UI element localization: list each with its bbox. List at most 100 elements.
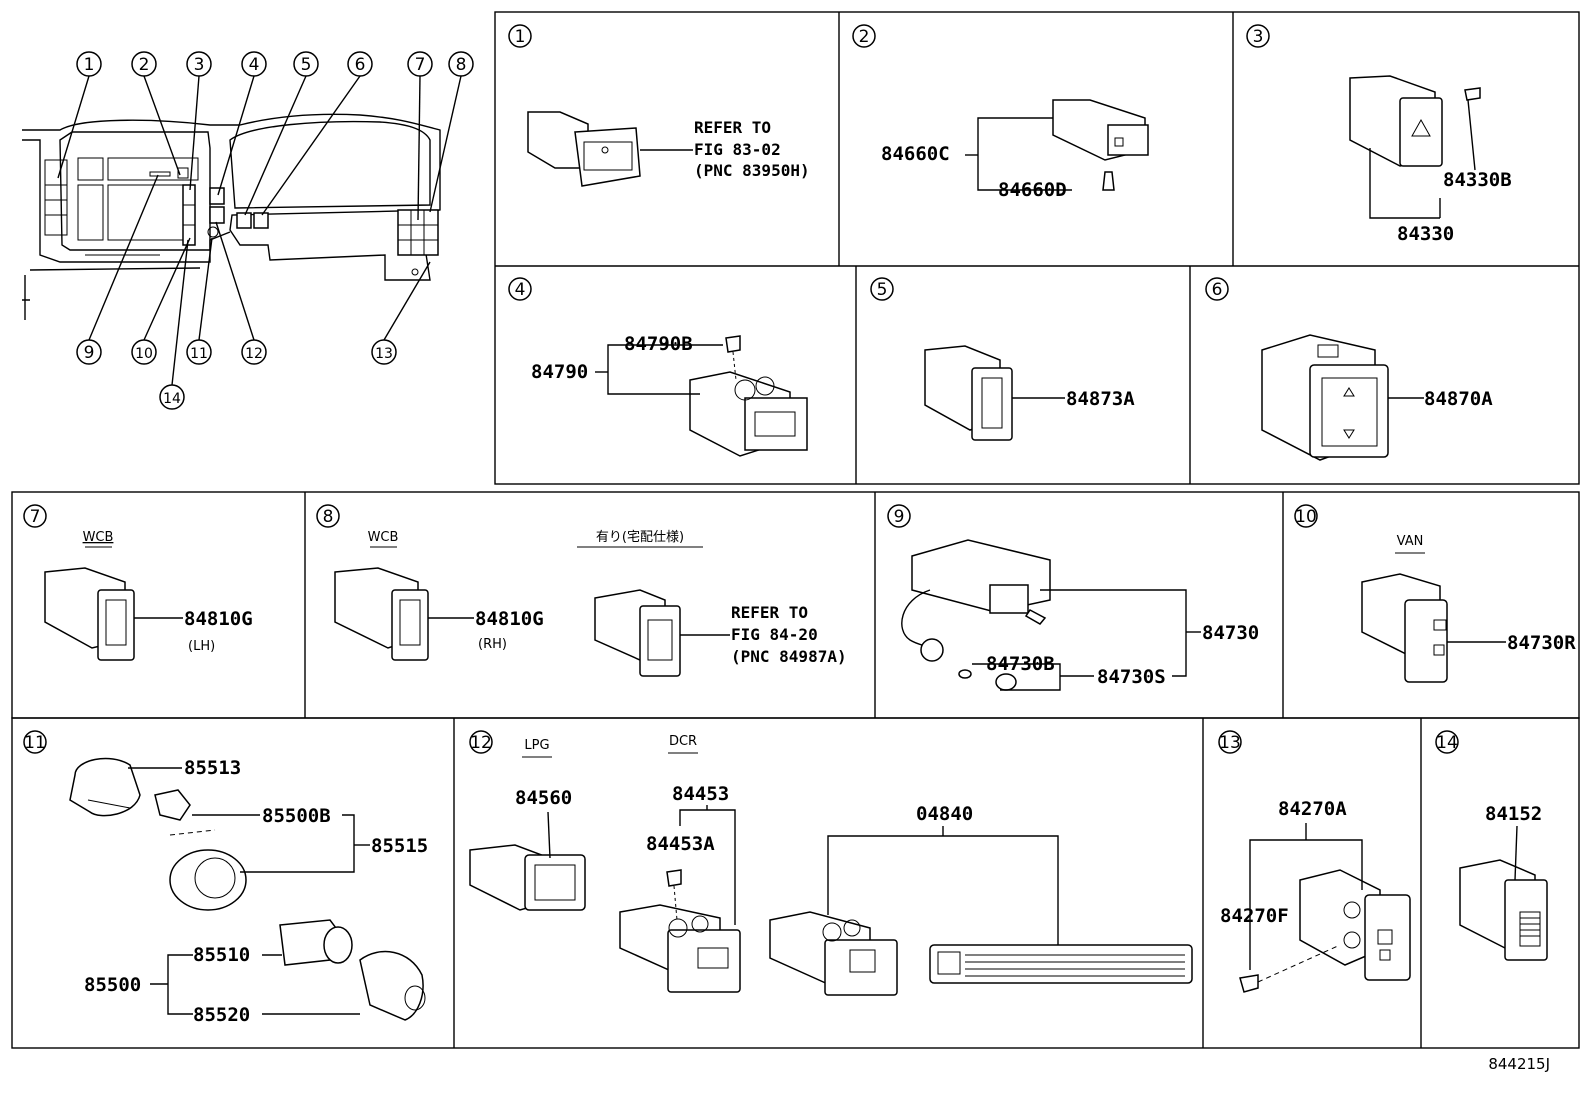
part-number-85500: 85500 <box>84 974 141 996</box>
panel-number: 9 <box>894 507 905 527</box>
panel-number-badge-icon <box>1246 24 1270 48</box>
switch-harness-icon <box>901 539 1051 691</box>
panel-number: 3 <box>1253 27 1264 47</box>
part-note-1: REFER TO <box>731 603 808 622</box>
part-number-84790: 84790 <box>531 361 588 383</box>
callout-11: 11 <box>190 346 208 362</box>
part-note-3: (PNC 84987A) <box>731 647 847 666</box>
panel-number: 7 <box>30 507 41 527</box>
part-note-2: FIG 83-02 <box>694 140 781 159</box>
switch-part-icon <box>619 869 741 993</box>
panel-4: 4 84790B 84790 <box>508 277 808 457</box>
callout-12: 12 <box>245 346 263 362</box>
callout-14-icon <box>159 384 185 410</box>
switch-part-icon <box>1361 573 1448 683</box>
callout-6-icon <box>347 51 373 77</box>
panel-number: 8 <box>323 507 334 527</box>
variant-tag-2: 有り(宅配仕様) <box>596 530 684 545</box>
callout-3: 3 <box>194 55 205 75</box>
callout-9: 9 <box>84 343 95 363</box>
part-number-84660C: 84660C <box>881 143 950 165</box>
panel-number: 14 <box>1436 733 1458 753</box>
panel-number-badge-icon <box>1435 730 1459 754</box>
callout-11-icon <box>186 339 212 365</box>
panel-grid <box>11 11 1580 1049</box>
callout-4-icon <box>241 51 267 77</box>
panel-number-badge-icon <box>887 504 911 528</box>
part-number-85500B: 85500B <box>262 805 331 827</box>
part-number-85510: 85510 <box>193 944 250 966</box>
callout-4: 4 <box>249 55 260 75</box>
cigarette-lighter-icon <box>69 757 426 1021</box>
panel-number-badge-icon <box>508 24 532 48</box>
panel-number-badge-icon <box>870 277 894 301</box>
callout-12-icon <box>241 339 267 365</box>
part-number-84730B: 84730B <box>986 653 1055 675</box>
callout-10-icon <box>131 339 157 365</box>
variant-tag: VAN <box>1397 534 1424 549</box>
part-number-84152: 84152 <box>1485 803 1542 825</box>
side-note-rh: (RH) <box>478 637 507 652</box>
panel-2: 2 84660C 84660D <box>852 24 1149 201</box>
part-number-84730: 84730 <box>1202 622 1259 644</box>
panel-number: 4 <box>515 280 526 300</box>
part-number-84453A: 84453A <box>646 833 715 855</box>
panel-number-badge-icon <box>23 504 47 528</box>
part-number-84810G: 84810G <box>475 608 544 630</box>
part-number-84730S: 84730S <box>1097 666 1166 688</box>
hazard-switch-icon <box>1349 75 1481 167</box>
part-number-84330B: 84330B <box>1443 169 1512 191</box>
switch-part-icon <box>469 844 586 911</box>
callout-1-icon <box>76 51 102 77</box>
mirror-switch-icon <box>1261 334 1389 461</box>
callout-10: 10 <box>135 346 153 362</box>
panel-number: 1 <box>515 27 526 47</box>
panel-12: 12 LPG DCR 84560 84453 84453A <box>469 730 1193 996</box>
panel-number-badge-icon <box>469 730 493 754</box>
switch-part-icon <box>334 567 429 661</box>
switch-part-icon <box>527 111 641 187</box>
switch-part-icon <box>1239 869 1411 993</box>
callout-7: 7 <box>415 55 426 75</box>
panel-13: 13 84270A 84270F <box>1218 730 1411 993</box>
part-number-84270A: 84270A <box>1278 798 1347 820</box>
callout-13: 13 <box>375 346 393 362</box>
label-sheet-icon <box>929 944 1193 984</box>
panel-10: 10 VAN 84730R <box>1294 504 1576 683</box>
panel-7: 7 WCB 84810G (LH) <box>23 504 253 661</box>
part-note-2: FIG 84-20 <box>731 625 818 644</box>
callout-3-icon <box>186 51 212 77</box>
switch-part-icon <box>1052 99 1149 191</box>
panel-9: 9 84730 84730B 84730S <box>887 504 1259 691</box>
panel-6: 6 84870A <box>1205 277 1493 461</box>
variant-tag: WCB <box>368 530 399 545</box>
panel-number-badge-icon <box>508 277 532 301</box>
callout-2-icon <box>131 51 157 77</box>
panel-number-badge-icon <box>852 24 876 48</box>
part-number-84810G: 84810G <box>184 608 253 630</box>
panel-8: 8 WCB 有り(宅配仕様) 84810G (RH) REFER TO FIG … <box>316 504 847 677</box>
panel-number-badge-icon <box>23 730 47 754</box>
callout-8-icon <box>448 51 474 77</box>
panel-number: 6 <box>1212 280 1223 300</box>
callout-6: 6 <box>355 55 366 75</box>
variant-tag-2: DCR <box>669 734 697 749</box>
part-number-84730R: 84730R <box>1507 632 1576 654</box>
panel-number: 12 <box>470 733 492 753</box>
switch-part-icon <box>594 589 681 677</box>
panel-number: 2 <box>859 27 870 47</box>
variant-tag: LPG <box>524 738 549 753</box>
callout-1: 1 <box>84 55 95 75</box>
part-number-04840: 04840 <box>916 803 973 825</box>
part-number-85513: 85513 <box>184 757 241 779</box>
part-number-84270F: 84270F <box>1220 905 1289 927</box>
switch-part-icon <box>924 345 1013 441</box>
panel-number-badge-icon <box>316 504 340 528</box>
side-note-lh: (LH) <box>188 639 215 654</box>
panel-14: 14 84152 <box>1435 730 1548 961</box>
callout-8: 8 <box>456 55 467 75</box>
callout-7-icon <box>407 51 433 77</box>
variant-tag: WCB <box>83 530 114 545</box>
switch-part-icon <box>769 911 898 996</box>
